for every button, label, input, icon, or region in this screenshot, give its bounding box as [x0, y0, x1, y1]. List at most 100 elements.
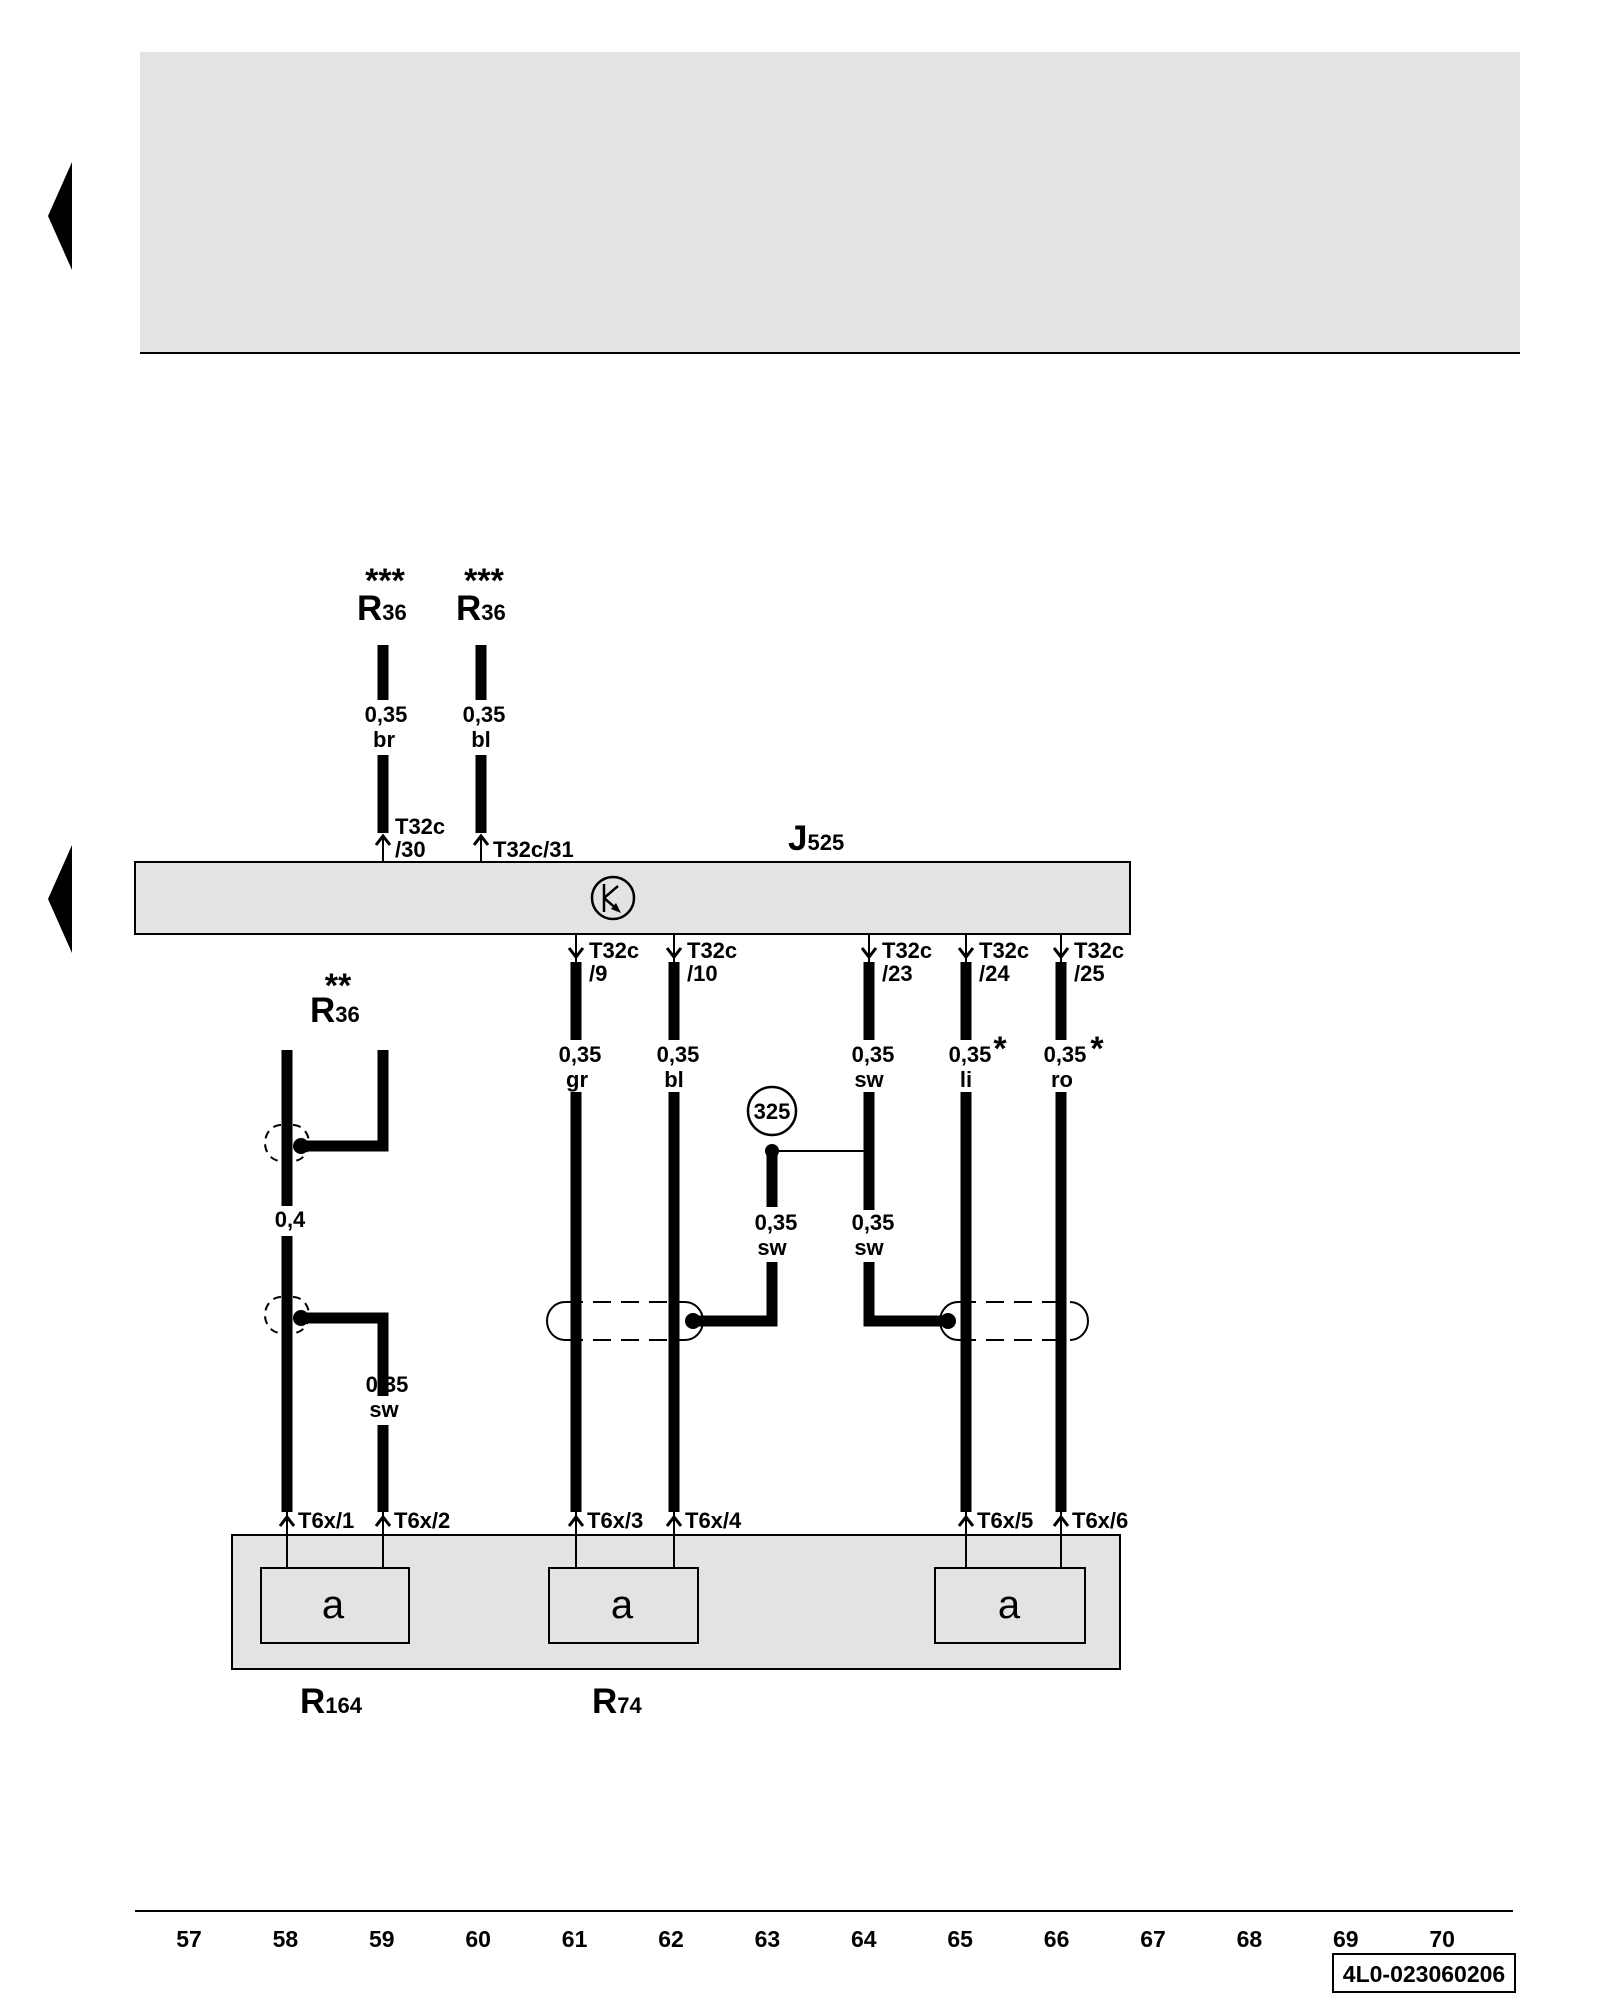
axis-number: 65 — [947, 1926, 973, 1952]
axis-number: 62 — [658, 1926, 684, 1952]
wire-59-bottom-label: 0,35 sw — [366, 1372, 409, 1422]
splice-dot-58-bottom — [293, 1310, 309, 1326]
pin-t32c-23: T32c /23 — [860, 934, 932, 986]
axis-number: 67 — [1140, 1926, 1166, 1952]
wire-66-label: 0,35 ro * — [1044, 1030, 1105, 1092]
svg-text:0,35: 0,35 — [852, 1210, 895, 1235]
r74-label: R74 — [592, 1682, 643, 1721]
wire-63-lower — [691, 1151, 778, 1327]
r36-mid-marker: ** — [325, 967, 352, 1005]
speaker-r74: a — [548, 1567, 699, 1644]
axis-number: 70 — [1429, 1926, 1455, 1952]
pin-t6x-6: T6x/6 — [1052, 1508, 1128, 1568]
svg-text:a: a — [322, 1583, 345, 1627]
pin-t6x-4: T6x/4 — [665, 1508, 742, 1568]
j525-control-unit — [134, 861, 1131, 935]
svg-text:0,35: 0,35 — [365, 702, 408, 727]
axis-number: 57 — [176, 1926, 202, 1952]
axis-number: 61 — [562, 1926, 588, 1952]
svg-text:br: br — [373, 727, 395, 752]
wire-65-label: 0,35 li * — [949, 1030, 1008, 1092]
wire-61-label: 0,35 gr — [559, 1042, 602, 1092]
svg-text:0,35: 0,35 — [463, 702, 506, 727]
svg-text:a: a — [998, 1583, 1021, 1627]
axis-number: 68 — [1237, 1926, 1263, 1952]
svg-text:bl: bl — [664, 1067, 684, 1092]
svg-text:0,35: 0,35 — [949, 1042, 992, 1067]
svg-text:/25: /25 — [1074, 961, 1105, 986]
svg-text:sw: sw — [854, 1067, 884, 1092]
pin-t6x-3: T6x/3 — [567, 1508, 643, 1568]
svg-text:/30: /30 — [395, 837, 426, 862]
svg-text:T32c: T32c — [687, 938, 737, 963]
svg-text:/10: /10 — [687, 961, 718, 986]
svg-text:0,35: 0,35 — [1044, 1042, 1087, 1067]
svg-text:*: * — [993, 1030, 1007, 1068]
svg-text:bl: bl — [471, 727, 491, 752]
svg-text:T6x/3: T6x/3 — [587, 1508, 643, 1533]
wire-58 — [281, 1050, 389, 1512]
r36-top-b-marker: *** — [464, 562, 504, 600]
wire-64-lower-label: 0,35 sw — [852, 1210, 895, 1260]
svg-text:sw: sw — [854, 1235, 884, 1260]
ground-point-325: 325 — [746, 1085, 798, 1137]
r164-label: R164 — [300, 1682, 363, 1721]
svg-text:T32c: T32c — [979, 938, 1029, 963]
svg-text:0,35: 0,35 — [559, 1042, 602, 1067]
wire-63-lower-label: 0,35 sw — [755, 1210, 798, 1260]
pin-t32c-30: T32c /30 — [374, 814, 445, 862]
svg-text:T32c: T32c — [1074, 938, 1124, 963]
svg-text:T6x/5: T6x/5 — [977, 1508, 1033, 1533]
shield-58-bottom — [264, 1296, 310, 1334]
svg-text:/9: /9 — [589, 961, 607, 986]
r36-top-a-label: R36 — [357, 589, 407, 628]
wire-58-label: 0,4 — [275, 1207, 306, 1232]
svg-text:li: li — [960, 1067, 972, 1092]
axis-number: 60 — [465, 1926, 491, 1952]
r36-top-a-marker: *** — [365, 562, 405, 600]
header-panel — [140, 52, 1520, 352]
splice-dot-58-top — [293, 1138, 309, 1154]
svg-text:0,35: 0,35 — [852, 1042, 895, 1067]
axis-number: 69 — [1333, 1926, 1359, 1952]
wire-64-top-label: 0,35 sw — [852, 1042, 895, 1092]
page-back-arrow-top[interactable] — [48, 162, 72, 270]
svg-text:0,35: 0,35 — [657, 1042, 700, 1067]
svg-text:/23: /23 — [882, 961, 913, 986]
page-back-arrow-middle[interactable] — [48, 845, 72, 953]
pin-t32c-31: T32c/31 — [472, 833, 574, 862]
pin-t32c-10: T32c /10 — [665, 934, 737, 986]
speaker-r164: a — [260, 1567, 410, 1644]
wire-60-top-label: 0,35 bl — [463, 702, 506, 752]
svg-text:T32c/31: T32c/31 — [493, 837, 574, 862]
transistor-icon — [590, 875, 636, 921]
svg-text:0,35: 0,35 — [366, 1372, 409, 1397]
wire-59-top-label: 0,35 br — [365, 702, 408, 752]
axis-number: 63 — [755, 1926, 781, 1952]
svg-text:T32c: T32c — [589, 938, 639, 963]
svg-text:ro: ro — [1051, 1067, 1073, 1092]
doc-code-box — [1332, 1953, 1516, 1993]
splice-dot-65 — [940, 1313, 956, 1329]
axis-number: 64 — [851, 1926, 877, 1952]
pin-t32c-25: T32c /25 — [1052, 934, 1124, 986]
splice-dot-62 — [685, 1313, 701, 1329]
wire-64-lower — [863, 1262, 948, 1327]
svg-text:T32c: T32c — [882, 938, 932, 963]
r36-mid-label: R36 — [310, 991, 360, 1030]
svg-text:T6x/4: T6x/4 — [685, 1508, 742, 1533]
speaker-leads — [286, 1535, 1062, 1568]
wire-62-label: 0,35 bl — [657, 1042, 700, 1092]
doc-code: 4L0-023060206 — [1343, 1961, 1505, 1987]
axis-number: 58 — [273, 1926, 299, 1952]
r36-top-b-label: R36 — [456, 589, 506, 628]
svg-text:325: 325 — [754, 1099, 791, 1124]
svg-text:sw: sw — [369, 1397, 399, 1422]
ground-link — [765, 1144, 874, 1158]
svg-text:a: a — [611, 1583, 634, 1627]
axis-number: 66 — [1044, 1926, 1070, 1952]
shield-58-top — [264, 1124, 310, 1162]
svg-text:T6x/6: T6x/6 — [1072, 1508, 1128, 1533]
